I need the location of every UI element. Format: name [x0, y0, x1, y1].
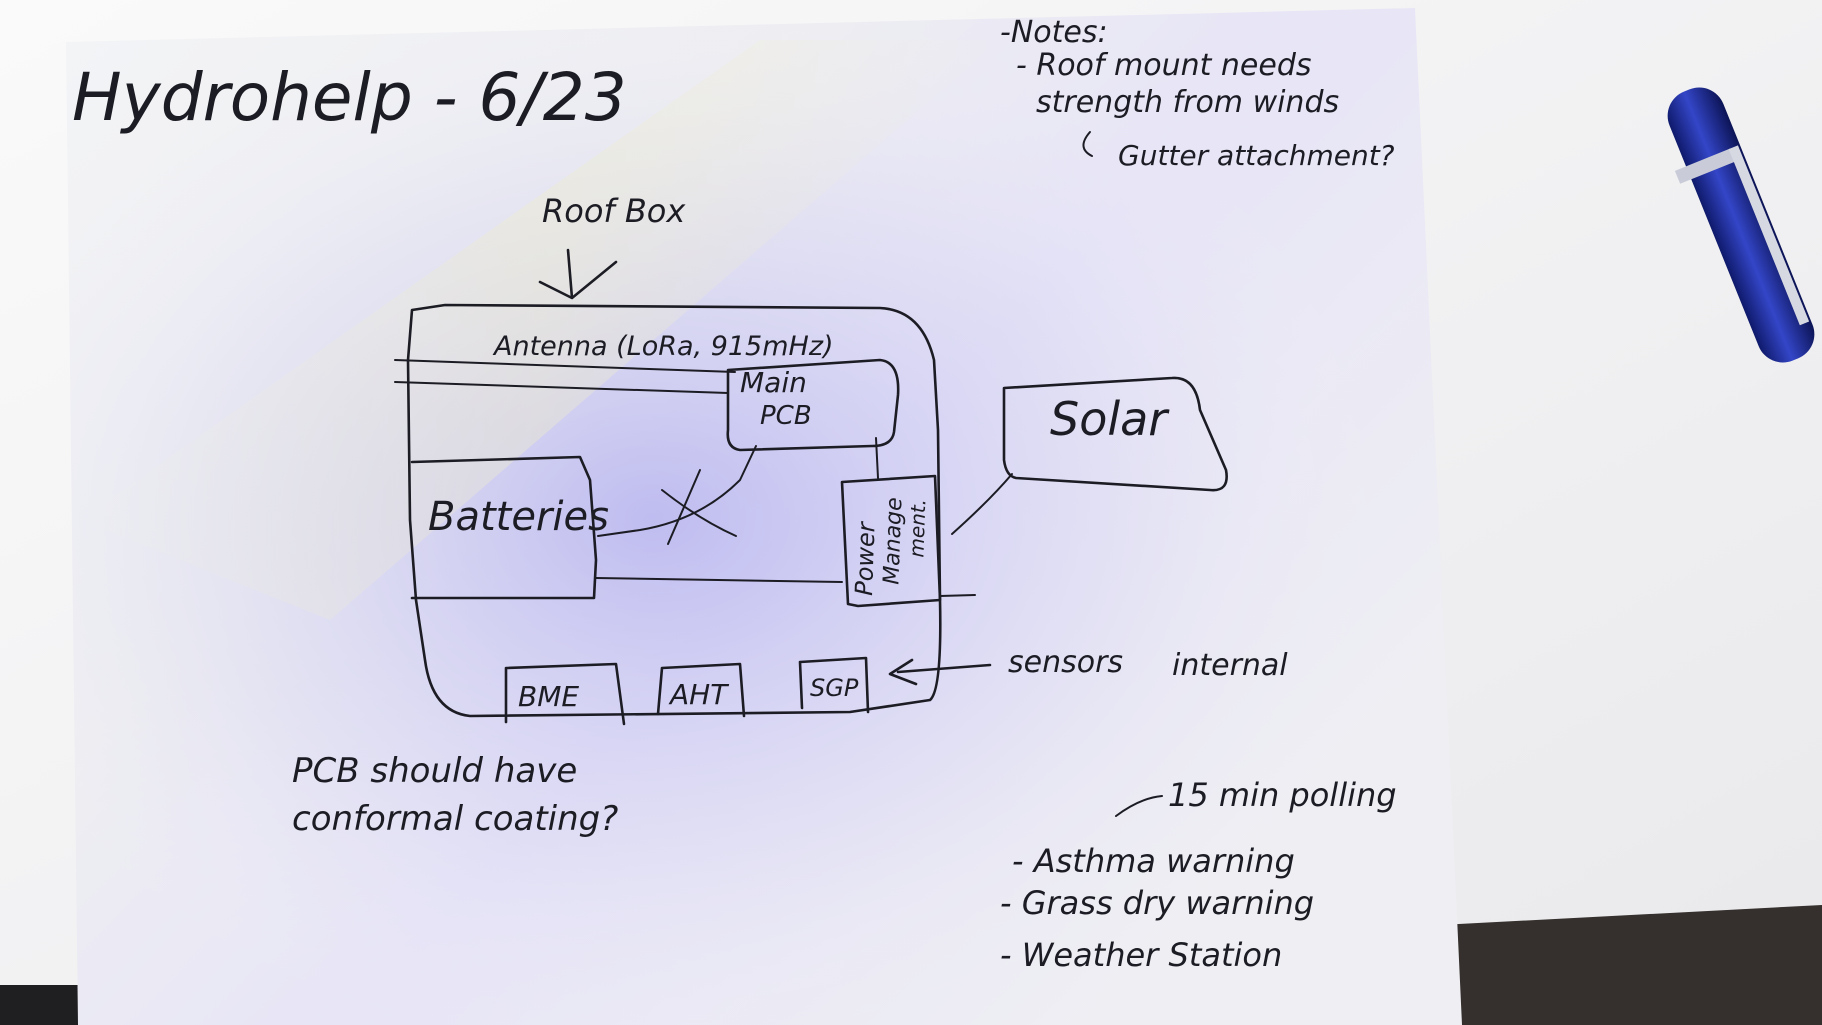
batteries-label: Batteries — [428, 494, 609, 540]
power-management-label: Power Manage ment. — [850, 497, 930, 596]
solar-label: Solar — [1050, 392, 1170, 446]
power-extension-line — [939, 594, 976, 597]
pen — [1667, 87, 1815, 363]
main-pcb-line-2: PCB — [760, 401, 812, 431]
sheet-title: Hydrohelp - 6/23 — [72, 59, 627, 136]
battery-to-power-line — [595, 577, 843, 583]
power-line-2: Manage — [879, 497, 907, 585]
antenna-line-bottom — [394, 381, 729, 394]
antenna-line-top — [394, 359, 736, 373]
pcb-note-line-2: conformal coating? — [292, 799, 618, 839]
crossed-out-line — [661, 469, 737, 545]
notes-line-3: Gutter attachment? — [1118, 139, 1395, 172]
feature-weather: - Weather Station — [1000, 936, 1282, 974]
roof-box-label: Roof Box — [542, 192, 686, 230]
main-pcb-box — [726, 358, 900, 452]
battery-to-pcb-line — [597, 445, 757, 537]
dark-floor — [1440, 905, 1822, 1025]
antenna-label: Antenna (LoRa, 915mHz) — [492, 331, 834, 362]
batteries-box — [410, 455, 598, 600]
sensors-label: sensors — [1008, 645, 1123, 680]
feature-polling: 15 min polling — [1168, 776, 1397, 814]
roof-box-outline — [406, 303, 942, 718]
pcb-to-power-line — [875, 437, 879, 479]
feature-grass: - Grass dry warning — [1000, 884, 1314, 922]
feature-asthma: - Asthma warning — [1012, 842, 1295, 880]
sensor-bme-label: BME — [518, 680, 579, 713]
sensors-arrow — [888, 658, 992, 686]
roof-box-arrow — [538, 248, 618, 300]
notes-line-2: strength from winds — [1036, 85, 1339, 120]
sensor-aht-label: AHT — [668, 678, 729, 711]
power-management-box — [840, 474, 942, 608]
sensor-sgp-label: SGP — [810, 674, 859, 702]
power-line-3: ment. — [904, 498, 930, 557]
internal-label: internal — [1172, 648, 1288, 683]
solar-box — [1002, 376, 1228, 492]
notes-arrow — [1082, 131, 1093, 157]
notes-heading: -Notes: — [1000, 15, 1108, 50]
polling-arrow — [1115, 795, 1163, 817]
main-pcb-line-1: Main — [740, 366, 807, 399]
sensor-sgp-box — [798, 656, 870, 714]
paper-glare — [80, 40, 1000, 620]
pcb-note-line-1: PCB should have — [292, 751, 577, 791]
sensor-bme-box — [504, 662, 626, 726]
power-to-solar-line — [951, 473, 1013, 535]
power-line-1: Power — [850, 520, 881, 596]
sensor-aht-box — [656, 662, 746, 718]
dark-edge — [0, 985, 80, 1025]
notes-line-1: - Roof mount needs — [1016, 48, 1312, 83]
paper-light — [66, 8, 1462, 1025]
